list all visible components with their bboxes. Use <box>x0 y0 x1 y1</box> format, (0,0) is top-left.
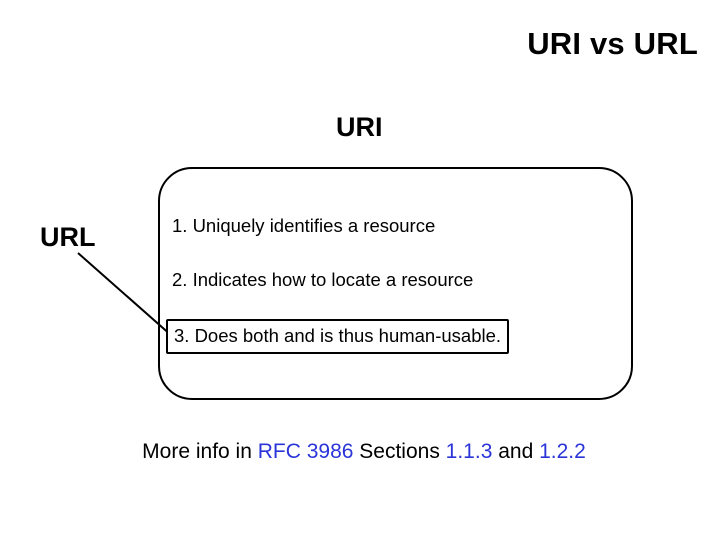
uri-label: URI <box>336 112 383 142</box>
footer-conjunction: and <box>492 440 540 463</box>
list-item: 1. Uniquely identifies a resource <box>172 215 436 236</box>
list-item-highlighted: 3. Does both and is thus human-usable. <box>166 319 510 354</box>
url-label: URL <box>40 222 96 252</box>
list-item: 2. Indicates how to locate a resource <box>172 269 474 290</box>
rfc-link[interactable]: RFC 3986 <box>257 440 354 463</box>
footer-reference: More info in RFC 3986 Sections 1.1.3 and… <box>0 440 728 464</box>
page-title: URI vs URL <box>527 26 698 61</box>
section-113-link[interactable]: 1.1.3 <box>445 440 493 463</box>
section-122-link[interactable]: 1.2.2 <box>539 440 586 463</box>
footer-prefix: More info in <box>142 440 258 463</box>
footer-middle: Sections <box>353 440 446 463</box>
